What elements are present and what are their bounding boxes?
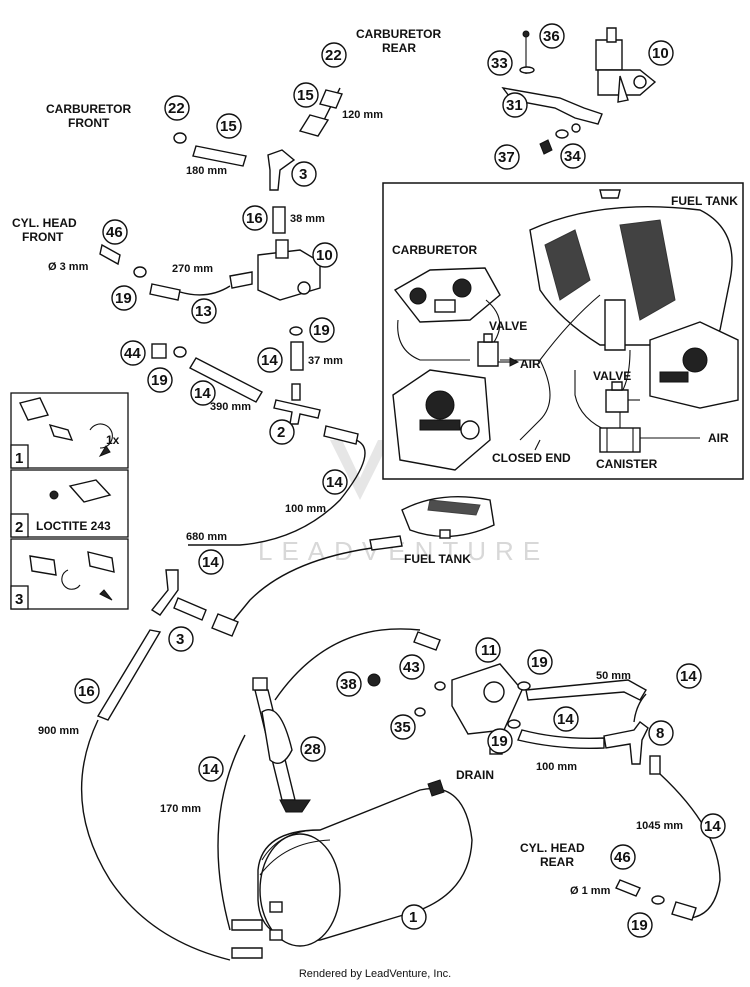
dim-100mm-a: 100 mm xyxy=(285,503,326,515)
callout-44: 44 xyxy=(124,345,141,362)
valve-label-2: VALVE xyxy=(593,369,631,383)
inset-valve-2 xyxy=(605,381,640,413)
callout-19-f: 19 xyxy=(631,917,648,934)
dim-270mm: 270 mm xyxy=(172,263,213,275)
step-panel xyxy=(10,392,129,610)
dim-50mm: 50 mm xyxy=(596,670,631,682)
inset-canister xyxy=(599,427,641,453)
callout-46-rear: 46 xyxy=(614,849,631,866)
carb-front-label-2: FRONT xyxy=(68,116,110,130)
callout-15-front: 15 xyxy=(220,118,237,135)
inset-carburetor-drawing xyxy=(393,267,501,323)
callout-10-bracket: 10 xyxy=(652,45,669,62)
callout-46-front: 46 xyxy=(106,224,123,241)
inset-valve-1 xyxy=(477,333,520,367)
step-3-label: 3 xyxy=(15,591,23,608)
dim-37mm: 37 mm xyxy=(308,355,343,367)
callout-8: 8 xyxy=(656,725,664,742)
carb-rear-label-1: CARBURETOR xyxy=(356,27,441,41)
carb-front-label-1: CARBURETOR xyxy=(46,102,131,116)
closed-end-label: CLOSED END xyxy=(492,451,571,465)
callout-2: 2 xyxy=(277,424,285,441)
dim-dia-3mm: Ø 3 mm xyxy=(48,261,89,273)
fuel-tank-inset-label: FUEL TANK xyxy=(671,194,738,208)
callout-16-900mm: 16 xyxy=(78,683,95,700)
dim-680mm: 680 mm xyxy=(186,531,227,543)
render-credit: Rendered by LeadVenture, Inc. xyxy=(298,968,452,980)
valve-label-1: VALVE xyxy=(489,319,527,333)
dim-dia-1mm: Ø 1 mm xyxy=(570,885,611,897)
cyl-head-front-label-2: FRONT xyxy=(22,230,64,244)
carb-rear-label-2: REAR xyxy=(382,41,416,55)
step-2-label: 2 xyxy=(15,519,23,536)
bracket-assembly xyxy=(501,27,657,155)
dim-120mm: 120 mm xyxy=(342,109,383,121)
dim-180mm: 180 mm xyxy=(186,165,227,177)
callout-19-e: 19 xyxy=(491,733,508,750)
callout-43: 43 xyxy=(403,659,420,676)
inset-engine-drawing xyxy=(392,369,491,471)
callout-1: 1 xyxy=(409,909,417,926)
inset-engine-right-drawing xyxy=(649,321,739,409)
callout-31: 31 xyxy=(506,97,523,114)
callout-36: 36 xyxy=(543,28,560,45)
callout-38: 38 xyxy=(340,676,357,693)
callout-14-170mm: 14 xyxy=(202,761,219,778)
drain-label: DRAIN xyxy=(456,768,494,782)
callout-35: 35 xyxy=(394,719,411,736)
callout-10-valve: 10 xyxy=(316,247,333,264)
callout-19-a: 19 xyxy=(115,290,132,307)
callout-16-top: 16 xyxy=(246,210,263,227)
callout-15-rear: 15 xyxy=(297,87,314,104)
cyl-head-front-label-1: CYL. HEAD xyxy=(12,216,77,230)
dim-390mm: 390 mm xyxy=(210,401,251,413)
callout-33: 33 xyxy=(491,55,508,72)
callout-19-d: 19 xyxy=(531,654,548,671)
step-1-label: 1 xyxy=(15,450,23,467)
callout-3-top: 3 xyxy=(299,166,307,183)
cyl-head-rear-label-2: REAR xyxy=(540,855,574,869)
loctite-label: LOCTITE 243 xyxy=(36,519,111,533)
hose-network xyxy=(80,87,721,961)
callout-14-390mm: 14 xyxy=(194,385,211,402)
callouts: 22 22 15 15 3 16 10 46 19 13 19 14 44 19… xyxy=(74,23,726,938)
carburetor-inset-label: CARBURETOR xyxy=(392,243,477,257)
callout-34: 34 xyxy=(564,148,581,165)
air-label-2: AIR xyxy=(708,431,729,445)
callout-14-100mm: 14 xyxy=(326,474,343,491)
callout-28: 28 xyxy=(304,741,321,758)
callout-14-680mm: 14 xyxy=(202,554,219,571)
callout-19-c: 19 xyxy=(151,372,168,389)
callout-14-1045mm: 14 xyxy=(704,818,721,835)
air-label-1: AIR xyxy=(520,357,541,371)
cyl-head-rear-label-1: CYL. HEAD xyxy=(520,841,585,855)
inset-fuel-tank-drawing xyxy=(529,189,733,351)
callout-13: 13 xyxy=(195,303,212,320)
canister-label: CANISTER xyxy=(596,457,658,471)
callout-19-b: 19 xyxy=(313,322,330,339)
watermark-logo xyxy=(330,440,390,500)
callout-14-100mm-b: 14 xyxy=(557,711,574,728)
dim-900mm: 900 mm xyxy=(38,725,79,737)
callout-14-37mm: 14 xyxy=(261,352,278,369)
torque-label: 1x xyxy=(106,433,120,447)
callout-22-rear: 22 xyxy=(325,47,342,64)
dim-1045mm: 1045 mm xyxy=(636,820,683,832)
callout-3-bottom: 3 xyxy=(176,631,184,648)
callout-14-50mm: 14 xyxy=(680,668,697,685)
callout-37: 37 xyxy=(498,149,515,166)
dim-38mm: 38 mm xyxy=(290,213,325,225)
dim-170mm: 170 mm xyxy=(160,803,201,815)
callout-11: 11 xyxy=(481,642,497,659)
fuel-tank-label: FUEL TANK xyxy=(404,552,471,566)
callout-22-front: 22 xyxy=(168,100,185,117)
dim-100mm-b: 100 mm xyxy=(536,761,577,773)
